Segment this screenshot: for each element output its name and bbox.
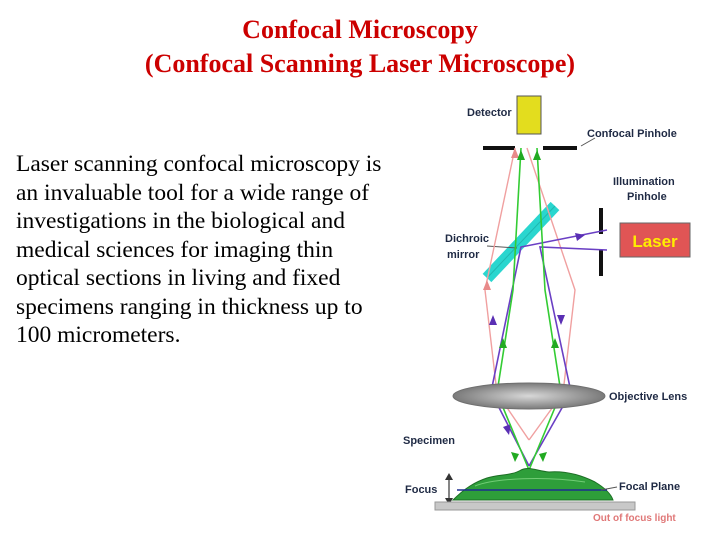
page-subtitle: (Confocal Scanning Laser Microscope) [144, 49, 576, 78]
focal-plane-label: Focal Plane [619, 481, 680, 493]
dichroic-label-1: Dichroic [445, 233, 489, 245]
emission-arrows [499, 150, 559, 462]
illumination-pinhole-label-1: Illumination [613, 176, 675, 188]
objective-lens-label: Objective Lens [609, 391, 687, 403]
out-of-focus-arrows [483, 148, 519, 290]
confocal-pinhole-right [543, 146, 577, 150]
specimen-label: Specimen [403, 435, 455, 447]
illumination-pinhole-bottom [599, 250, 603, 276]
specimen [451, 467, 614, 501]
detector-label: Detector [467, 107, 512, 119]
focal-plane-pointer [600, 486, 618, 491]
out-of-focus-rays [484, 147, 576, 441]
dichroic-label-2: mirror [447, 249, 480, 261]
slide [434, 501, 636, 511]
objective-lens [452, 382, 606, 410]
laser-box [619, 222, 691, 258]
focus-label: Focus [405, 484, 437, 496]
confocal-diagram: Detector Confocal Pinhole Illumination P… [403, 95, 691, 524]
emission-beams [496, 147, 562, 471]
excitation-arrows [489, 233, 585, 435]
dichroic-mirror-edge [486, 205, 556, 279]
detector-box [516, 95, 542, 135]
out-of-focus-label: Out of focus light [593, 513, 676, 524]
description-text: Laser scanning confocal microscopy is an… [16, 151, 382, 348]
page-title: Confocal Microscopy [242, 15, 478, 44]
confocal-pinhole-left [483, 146, 515, 150]
dichroic-pointer [486, 245, 518, 249]
illumination-pinhole-top [599, 208, 603, 234]
confocal-pinhole-pointer [580, 137, 596, 147]
illumination-pinhole-label-2: Pinhole [627, 191, 667, 203]
focus-arrow-top [445, 473, 453, 480]
specimen-highlight [474, 478, 586, 487]
laser-label: Laser [632, 232, 678, 251]
confocal-pinhole-label: Confocal Pinhole [587, 128, 677, 140]
